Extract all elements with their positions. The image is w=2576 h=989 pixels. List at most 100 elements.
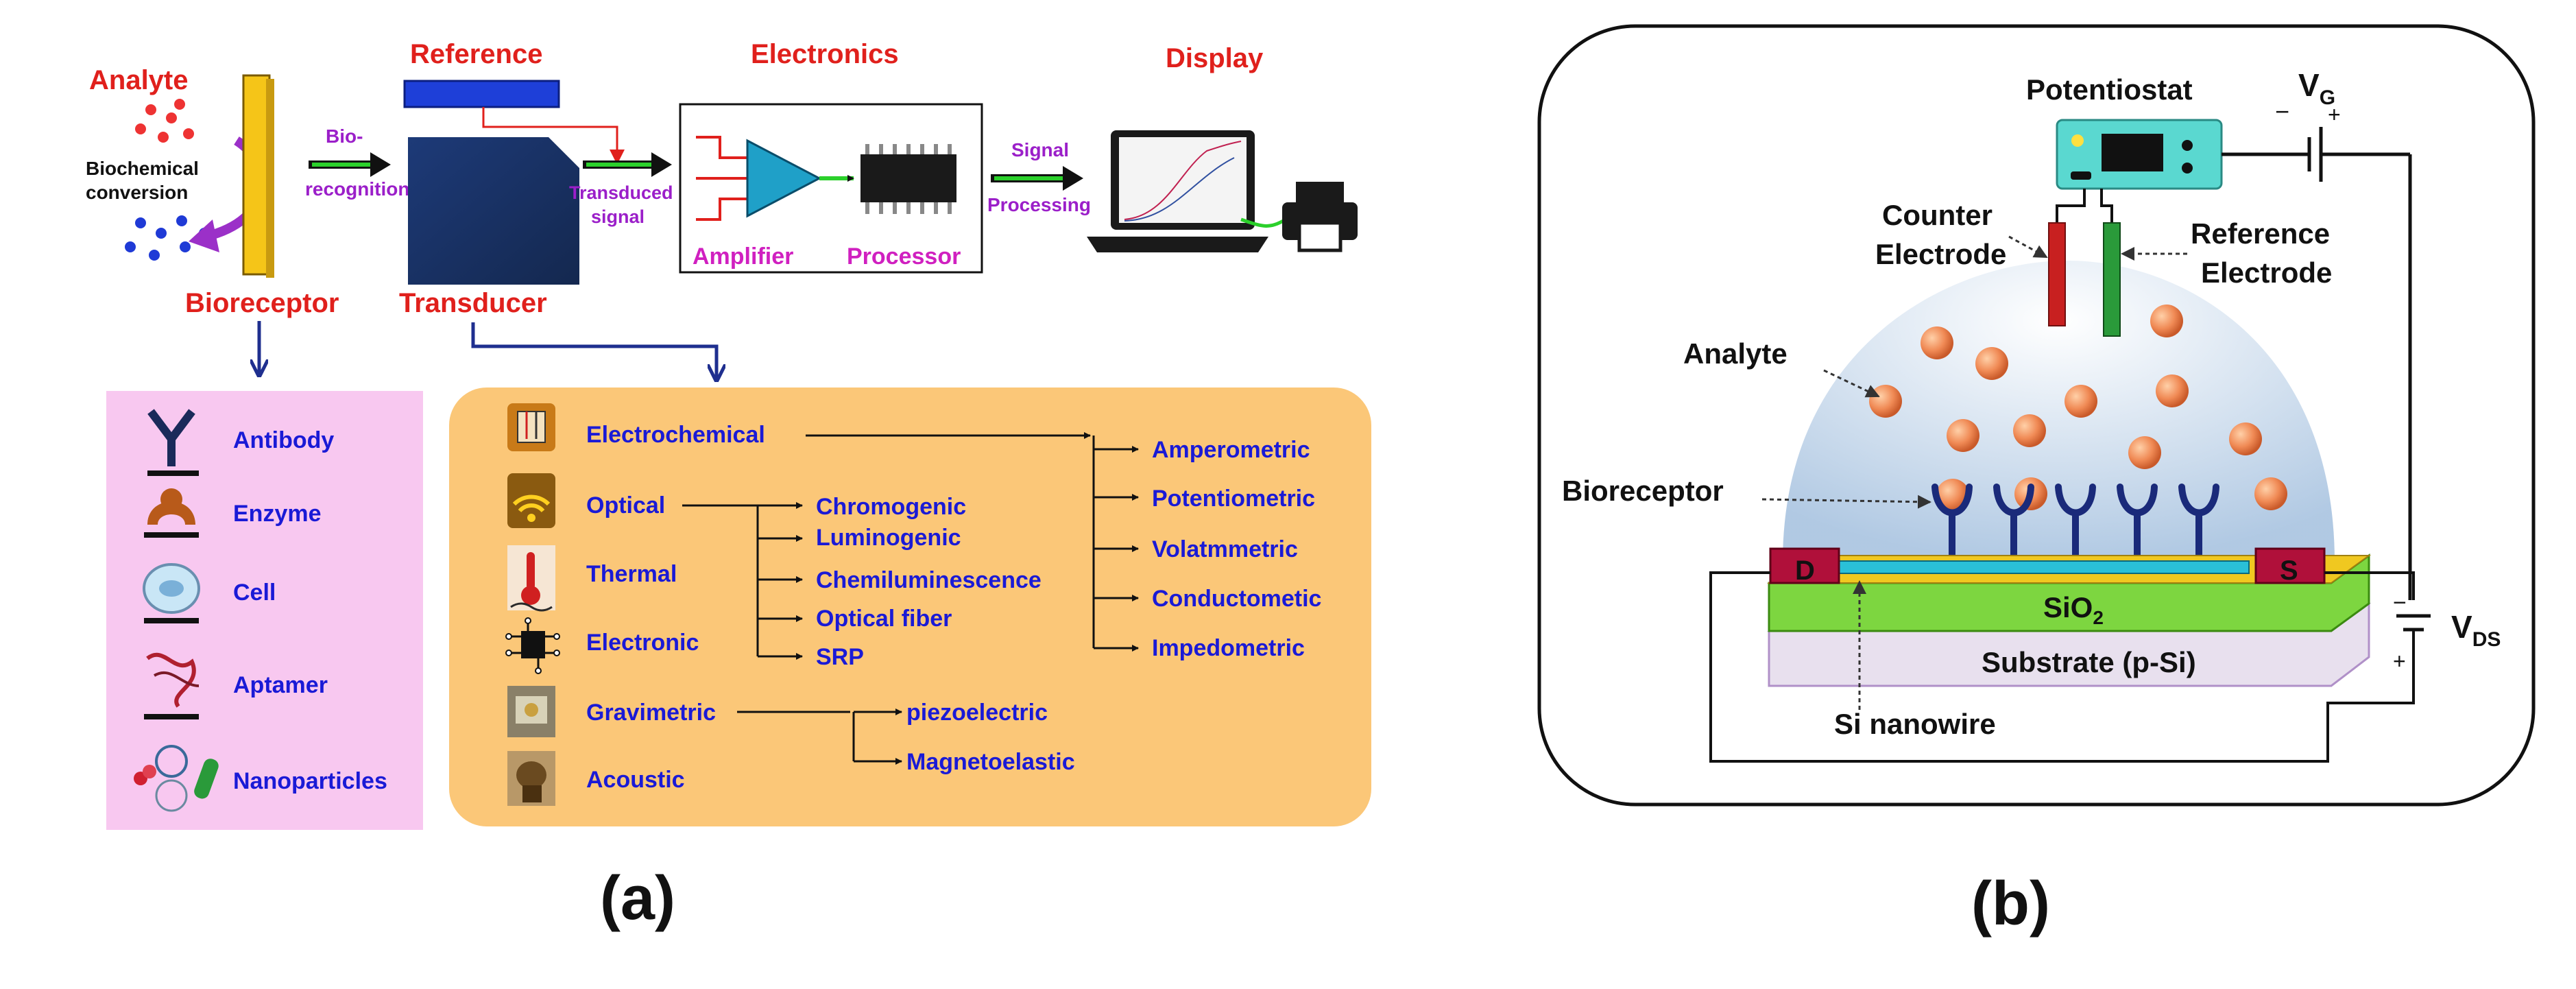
transducer-electrochemical: Electrochemical [586,422,765,448]
reference-signal-line [482,107,625,165]
biorecognition-arrow-head [370,152,391,177]
electrochem-impedometric: Impedometric [1152,635,1305,661]
electrode-wires [2056,189,2113,226]
biorecognition-line-2: recognition [305,178,409,200]
processor-icon [860,144,956,214]
aptamer-icon [144,652,200,719]
gravimetric-piezoelectric: piezoelectric [906,700,1048,726]
signal-line-2: Processing [987,194,1091,215]
vg-v: V [2298,67,2320,103]
panel-b-label: (b) [1971,870,2050,938]
electrochemical-icon [507,403,555,451]
potentiostat-device [2056,119,2223,190]
transducer-electronic: Electronic [586,630,699,656]
vds-minus: − [2393,590,2407,616]
transducer-gravimetric: Gravimetric [586,700,716,726]
source-label: S [2280,556,2298,586]
bioreceptor-list-box [106,391,423,830]
processor-label: Processor [847,243,961,270]
optical-fiber: Optical fiber [816,606,952,632]
transduced-arrow-head [651,152,672,177]
nanoparticles-icon [134,745,219,812]
reference-electrode [2103,222,2121,337]
panel-b: Potentiostat − + VG Counter Electrode [1537,24,2536,938]
vg-minus: − [2275,97,2289,126]
electrochem-potentiometric: Potentiometric [1152,486,1315,512]
laptop-icon [1087,130,1268,252]
amplifier-label: Amplifier [693,243,793,270]
vg-battery [2222,127,2412,600]
potentiostat-title: Potentiostat [2026,73,2193,106]
electronics-title: Electronics [751,39,899,69]
bioreceptor-bar [242,74,271,276]
optical-chemiluminescence: Chemiluminescence [816,567,1042,593]
optical-branches [682,502,803,660]
electronic-icon [505,617,560,674]
biochemical-line-1: Biochemical [86,158,199,179]
counter-electrode [2048,222,2066,326]
bioreceptor-title: Bioreceptor [185,288,339,318]
substrate-label: Substrate (p-Si) [1982,646,2196,678]
transducer-block [408,137,579,285]
sio2-text: SiO [2043,591,2093,623]
analyte-dots-red [135,99,194,143]
vds-circuit [1709,571,2431,763]
reference-line-1: Reference [2191,217,2330,250]
counter-line-2: Electrode [1875,238,2006,270]
bioreceptor-ys [1931,484,2219,560]
transduced-line-2: signal [591,206,645,227]
analyte-label-b: Analyte [1683,337,1787,370]
device-stack [1767,547,2372,687]
vds-label: VDS [2451,609,2501,651]
signal-arrow-head [1063,166,1083,191]
display-title: Display [1166,43,1264,73]
vg-plus: + [2328,102,2341,127]
transducer-down-arrow [471,322,717,381]
transducer-acoustic: Acoustic [586,767,685,793]
electrochemical-branches [806,432,1139,652]
transducer-thermal: Thermal [586,561,677,587]
optical-chromogenic: Chromogenic [816,494,966,520]
printer-cable [1240,217,1287,228]
biorecognition-line-1: Bio- [326,126,363,147]
bioreceptor-label-b: Bioreceptor [1562,475,1724,507]
analyte-pointer [1823,369,1880,398]
panel-a-label: (a) [600,864,675,933]
thermal-icon [507,545,555,612]
antibody-icon [147,409,199,476]
bioreceptor-pointer [1761,494,1931,509]
optical-srp: SRP [816,644,864,670]
amplifier-icon [746,139,822,218]
bioreceptor-aptamer: Aptamer [233,672,328,698]
vg-sub: G [2320,86,2335,109]
electrochem-amperometric: Amperometric [1152,437,1310,463]
signal-line-1: Signal [1011,139,1069,160]
bioreceptor-nanoparticles: Nanoparticles [233,768,387,794]
transducer-icons [505,403,560,806]
vds-v: V [2451,609,2472,645]
reference-line-2: Electrode [2201,257,2332,289]
vg-label: VG [2298,67,2335,109]
drain-label: D [1795,556,1815,586]
gravimetric-magnetoelastic: Magnetoelastic [906,749,1075,775]
enzyme-icon [144,488,199,538]
transducer-list-box [449,388,1371,826]
counter-line-1: Counter [1882,199,1993,231]
transduced-line-1: Transduced [569,182,673,203]
bioreceptor-bar-shade [266,79,274,278]
biochemical-line-2: conversion [86,182,188,203]
bioreceptor-enzyme: Enzyme [233,501,322,527]
amplifier-wires [696,136,747,221]
vds-plus: + [2393,649,2406,674]
transducer-title: Transducer [399,288,547,318]
acoustic-icon [507,751,555,806]
gravimetric-icon [507,686,555,737]
vds-sub: DS [2472,628,2501,651]
reference-electrode-block [403,80,560,108]
sio2-label: SiO2 [2043,591,2104,628]
reference-title: Reference [410,39,542,69]
electrochem-volatmmetric: Volatmmetric [1152,536,1298,562]
transducer-optical: Optical [586,492,665,519]
analyte-title: Analyte [89,65,189,95]
